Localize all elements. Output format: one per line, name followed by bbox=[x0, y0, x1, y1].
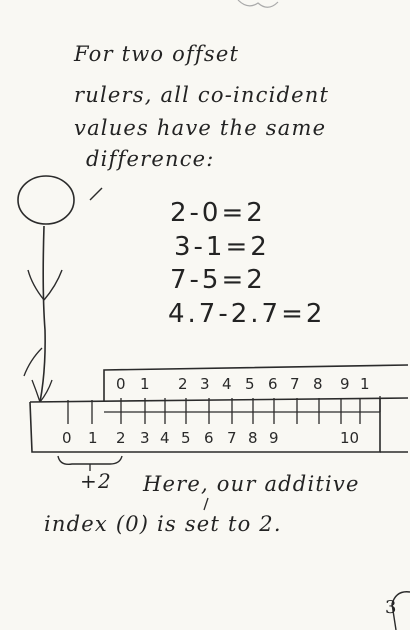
intro-line-1: For two offset bbox=[74, 42, 240, 66]
stick-figure-head bbox=[17, 175, 75, 225]
intro-line-3: values have the same bbox=[74, 116, 327, 140]
equation: 4.7-2.7=2 bbox=[168, 299, 326, 329]
bottom-ruler-number: 10 bbox=[340, 429, 359, 447]
caption-line-2: index (0) is set to 2. bbox=[44, 512, 282, 536]
top-ruler-number: 5 bbox=[245, 375, 255, 393]
bottom-ruler-number: 8 bbox=[248, 429, 258, 447]
top-ruler-outline bbox=[103, 364, 409, 402]
bottom-ruler-number: 0 bbox=[62, 429, 72, 447]
bottom-ruler-number: 9 bbox=[269, 429, 279, 447]
equation: 2-0=2 bbox=[170, 198, 266, 228]
ruler-ticks bbox=[67, 396, 381, 424]
top-ruler-number: 2 bbox=[178, 375, 188, 393]
bottom-ruler-number: 7 bbox=[227, 429, 237, 447]
bottom-ruler-outline bbox=[29, 398, 381, 453]
page-number: 3 bbox=[385, 597, 398, 618]
offset-brace bbox=[57, 455, 123, 466]
bottom-ruler-number: 3 bbox=[140, 429, 150, 447]
top-ruler-number: 6 bbox=[268, 375, 278, 393]
top-ruler-number: 0 bbox=[116, 375, 126, 393]
top-ruler-numbers: 0 1 2 3 4 5 6 7 8 9 1 bbox=[116, 375, 370, 393]
equation: 3-1=2 bbox=[174, 232, 270, 262]
bottom-ruler-numbers: 0 1 2 3 4 5 6 7 8 9 10 bbox=[62, 429, 359, 447]
equation: 7-5=2 bbox=[170, 265, 266, 295]
bottom-ruler-number: 2 bbox=[116, 429, 126, 447]
top-ruler-number: 4 bbox=[222, 375, 232, 393]
top-ruler-number: 7 bbox=[290, 375, 300, 393]
top-ruler-number: 1 bbox=[140, 375, 150, 393]
top-ruler-number: 8 bbox=[313, 375, 323, 393]
intro-line-4: difference: bbox=[86, 147, 215, 171]
bottom-ruler-number: 6 bbox=[204, 429, 214, 447]
top-ruler-number: 1 bbox=[360, 375, 370, 393]
bottom-ruler-number: 5 bbox=[181, 429, 191, 447]
offset-label: +2 bbox=[80, 469, 112, 493]
top-ruler-number: 3 bbox=[200, 375, 210, 393]
bottom-ruler-number: 4 bbox=[160, 429, 170, 447]
stick-figure-body bbox=[39, 225, 46, 403]
intro-line-2: rulers, all co-incident bbox=[74, 83, 330, 107]
bottom-ruler-number: 1 bbox=[88, 429, 98, 447]
caption-line-1: Here, our additive bbox=[143, 472, 360, 496]
top-ruler-number: 9 bbox=[340, 375, 350, 393]
